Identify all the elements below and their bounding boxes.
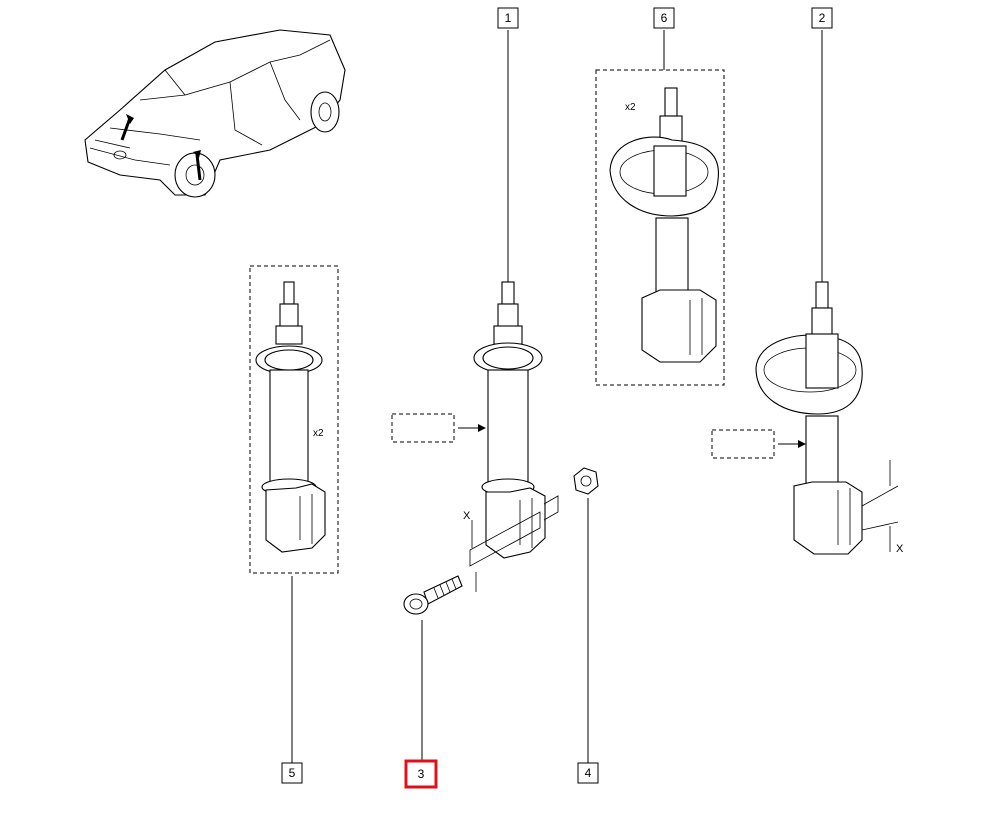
bolt-part-3 [403,575,463,763]
callout-5[interactable]: 5 [281,762,303,784]
svg-text:5: 5 [289,766,296,780]
svg-text:2: 2 [819,11,826,25]
svg-text:6: 6 [661,11,668,25]
nut-part-4 [573,467,599,763]
callout-2[interactable]: 2 [811,7,833,29]
svg-text:4: 4 [585,766,592,780]
car-illustration [84,29,346,198]
callout-3[interactable]: 3 [404,759,438,789]
strut-variant-5 [249,265,339,763]
strut-variant-6 [595,30,725,386]
strut-main-1 [391,30,559,592]
strut-variant-2 [711,30,899,555]
dimension-x-right: X [896,543,904,555]
quantity-label-6: x2 [625,102,636,113]
callout-4[interactable]: 4 [577,762,599,784]
dimension-x-center: X [463,510,471,522]
callout-1[interactable]: 1 [497,7,519,29]
callout-6[interactable]: 6 [653,7,675,29]
svg-text:3: 3 [418,767,425,781]
quantity-label-5: x2 [313,428,324,439]
svg-text:1: 1 [505,11,512,25]
